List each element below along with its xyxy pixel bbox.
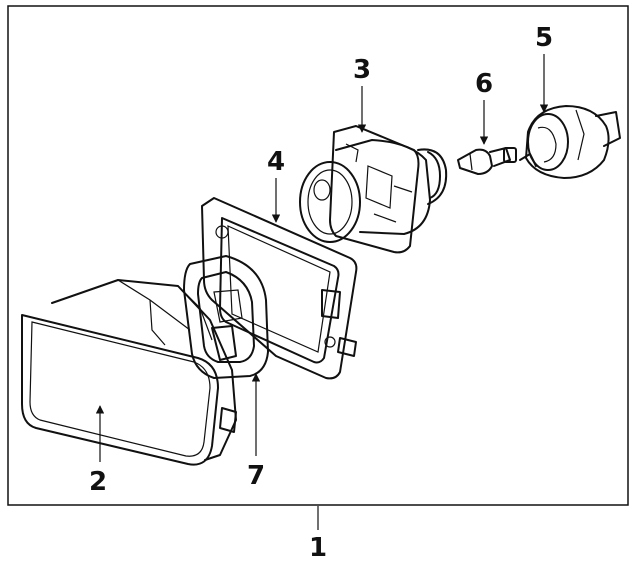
callout-3: 3 [353,55,371,85]
part-4-mounting-frame [201,197,358,380]
assembly-frame [7,5,629,506]
callout-6: 6 [475,69,493,99]
part-6-bulb [457,147,517,175]
callout-5: 5 [535,23,553,53]
callout-2: 2 [89,467,107,497]
callout-7: 7 [247,461,265,491]
part-3-projector-unit [299,125,448,254]
callout-1: 1 [309,533,327,563]
part-7-gasket [183,255,269,379]
part-5-socket [519,105,621,179]
callout-4: 4 [267,147,285,177]
part-2-lens-housing [21,279,237,466]
